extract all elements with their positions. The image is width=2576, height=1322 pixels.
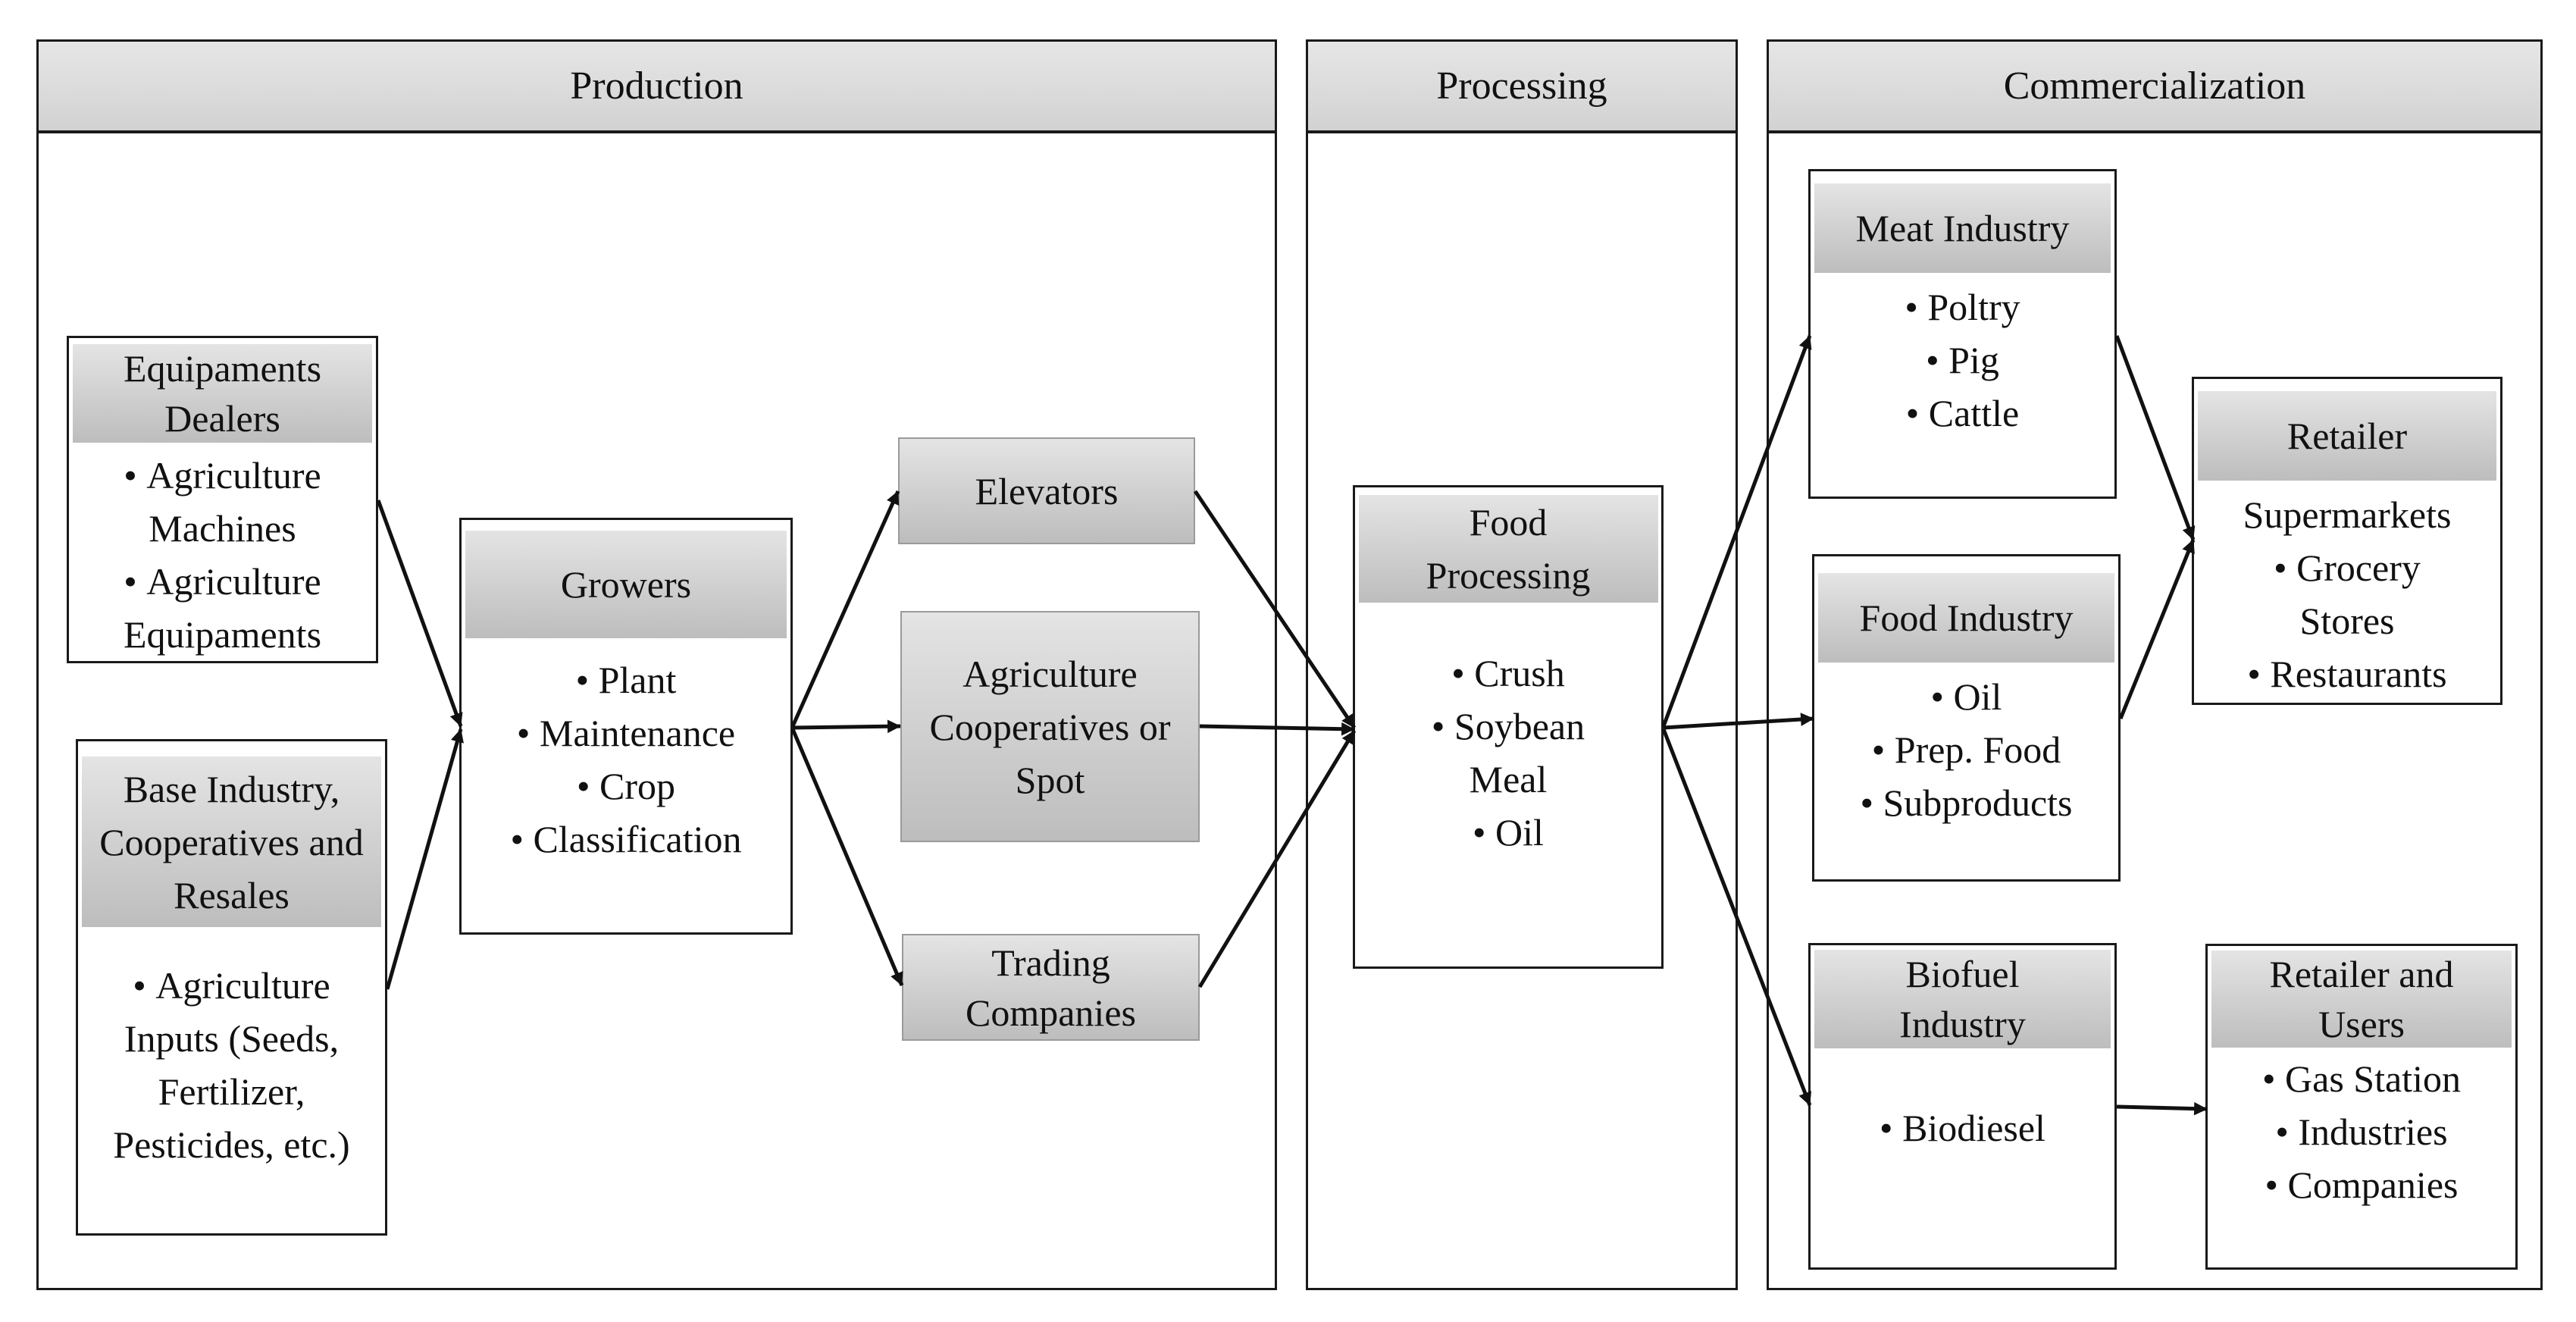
- growers-list: Plant Maintenance Crop Classification: [511, 653, 742, 866]
- elevators-box: Elevators: [898, 437, 1195, 544]
- list-item: Prep. Food: [1860, 723, 2072, 776]
- production-header: Production: [39, 42, 1275, 133]
- list-item: Grocery Stores: [2222, 541, 2472, 647]
- list-item: Soybean Meal: [1394, 700, 1622, 806]
- agriculture-cooperatives-box: Agriculture Cooperatives or Spot: [900, 611, 1200, 842]
- retailer-list: Grocery Stores Restaurants: [2222, 541, 2472, 700]
- arrow-equipaments-to-growers: [376, 500, 463, 727]
- list-item: Cattle: [1905, 387, 2020, 440]
- biofuel-industry-list: Biodiesel: [1880, 1101, 2045, 1154]
- biofuel-industry-box: Biofuel Industry Biodiesel: [1808, 943, 2117, 1270]
- arrow-processing-to-biofuel: [1661, 728, 1812, 1106]
- list-item: Pig: [1905, 334, 2020, 387]
- growers-box: Growers Plant Maintenance Crop Classific…: [459, 518, 793, 935]
- list-item: Maintenance: [511, 706, 742, 760]
- arrow-food-to-retailer: [2118, 539, 2196, 719]
- equipaments-dealers-title: Equipaments Dealers: [73, 344, 372, 443]
- meat-industry-list: Poltry Pig Cattle: [1905, 280, 2020, 440]
- list-item: Agriculture Inputs (Seeds, Fertilizer, P…: [107, 959, 357, 1171]
- list-item: Crop: [511, 760, 742, 813]
- list-item: Plant: [511, 653, 742, 706]
- food-industry-title: Food Industry: [1818, 573, 2114, 663]
- arrow-base-to-growers: [385, 728, 464, 990]
- list-item: Subproducts: [1860, 776, 2073, 829]
- commercialization-header: Commercialization: [1769, 42, 2540, 133]
- equipaments-dealers-list: Agriculture Machines Agriculture Equipam…: [79, 449, 367, 661]
- food-industry-list: Oil Prep. Food Subproducts: [1860, 670, 2073, 829]
- food-industry-box: Food Industry Oil Prep. Food Subproducts: [1812, 554, 2121, 882]
- base-industry-list: Agriculture Inputs (Seeds, Fertilizer, P…: [107, 959, 357, 1171]
- list-item: Gas Station: [2262, 1052, 2461, 1105]
- arrow-processing-to-meat: [1661, 335, 1812, 727]
- arrow-biofuel-to-retailer-users: [2116, 1101, 2208, 1116]
- retailer-and-users-title: Retailer and Users: [2211, 951, 2512, 1048]
- growers-title: Growers: [465, 531, 787, 638]
- list-item: Restaurants: [2222, 647, 2472, 700]
- trading-companies-box: Trading Companies: [902, 934, 1200, 1041]
- list-item: Poltry: [1905, 280, 2020, 334]
- biofuel-industry-title: Biofuel Industry: [1814, 950, 2111, 1048]
- list-item: Oil: [1394, 806, 1622, 859]
- base-industry-box: Base Industry, Cooperatives and Resales …: [76, 739, 387, 1236]
- list-item: Classification: [511, 813, 742, 866]
- list-item: Companies: [2262, 1158, 2461, 1211]
- meat-industry-title: Meat Industry: [1814, 183, 2111, 273]
- list-item: Biodiesel: [1880, 1101, 2045, 1154]
- food-processing-box: Food Processing Crush Soybean Meal Oil: [1353, 485, 1664, 969]
- food-processing-title: Food Processing: [1358, 495, 1658, 603]
- processing-header: Processing: [1308, 42, 1736, 133]
- list-item: Agriculture Equipaments: [79, 555, 367, 661]
- arrow-growers-to-cooperatives: [792, 719, 901, 734]
- meat-industry-box: Meat Industry Poltry Pig Cattle: [1808, 169, 2117, 499]
- arrow-elevators-to-processing: [1193, 490, 1357, 729]
- arrow-trading-to-processing: [1197, 729, 1357, 988]
- arrow-processing-to-food: [1663, 713, 1814, 730]
- retailer-lead: Supermarkets: [2243, 493, 2452, 536]
- arrow-growers-to-elevators: [790, 490, 900, 728]
- arrow-meat-to-retailer: [2114, 335, 2196, 540]
- retailer-and-users-list: Gas Station Industries Companies: [2262, 1052, 2461, 1211]
- list-item: Crush: [1394, 647, 1622, 700]
- equipaments-dealers-box: Equipaments Dealers Agriculture Machines…: [67, 336, 378, 663]
- retailer-box: Retailer Supermarkets Grocery Stores Res…: [2192, 377, 2502, 705]
- arrow-cooperatives-to-processing: [1199, 722, 1355, 736]
- base-industry-title: Base Industry, Cooperatives and Resales: [82, 757, 381, 927]
- food-processing-list: Crush Soybean Meal Oil: [1394, 647, 1622, 859]
- list-item: Oil: [1860, 670, 2072, 723]
- list-item: Agriculture Machines: [79, 449, 367, 555]
- retailer-title: Retailer: [2198, 391, 2496, 481]
- arrow-growers-to-trading: [790, 728, 904, 986]
- list-item: Industries: [2262, 1105, 2461, 1158]
